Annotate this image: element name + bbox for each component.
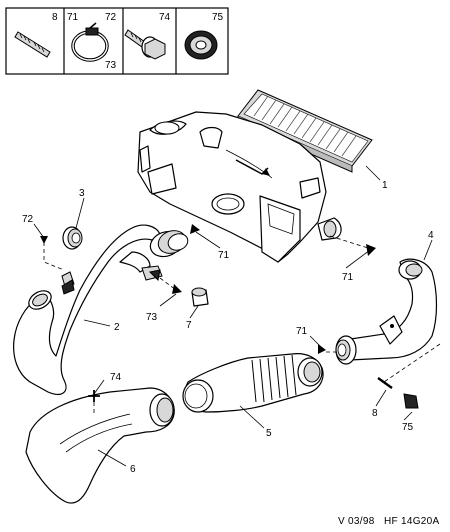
drawing-reference: V 03/98 HF 14G20A: [338, 516, 440, 527]
callout-71-lower: 71: [296, 326, 308, 337]
legend-label-8: 8: [52, 12, 58, 23]
callout-72: 72: [22, 214, 34, 225]
air-scoop-6: [25, 387, 175, 504]
callout-71-right: 71: [342, 272, 354, 283]
callout-73: 73: [146, 312, 158, 323]
callout-75: 75: [402, 422, 414, 433]
callout-71-center: 71: [218, 250, 230, 261]
bellows-hose-5: [182, 353, 324, 413]
callout-2: 2: [114, 322, 120, 333]
grommet-3: [62, 226, 83, 250]
hose-clamp-icon: [71, 22, 109, 62]
rubber-grommet-icon: [184, 30, 218, 60]
legend-label-71: 71: [67, 12, 79, 23]
callout-labels: 1 2 3 4 5 6 7 8 71 71 71 72 73 74 75: [22, 180, 434, 475]
bolt-washer-icon: [124, 29, 166, 60]
legend-label-75: 75: [212, 12, 224, 23]
stud-8-assembly: [377, 377, 419, 409]
legend-label-74: 74: [159, 12, 171, 23]
version-code: V 03/98: [338, 516, 375, 527]
legend-label-73: 73: [105, 60, 117, 71]
air-filter-housing: [137, 111, 342, 263]
callout-7: 7: [186, 320, 192, 331]
drawing-ref: HF 14G20A: [384, 516, 440, 527]
legend-box-74: 74: [124, 12, 171, 60]
legend-box-75: 75: [184, 12, 224, 60]
cap-7: [191, 287, 209, 307]
clamp-markers: [61, 269, 161, 295]
callout-1: 1: [382, 180, 388, 191]
parts-legend: 8 71 72 73 74: [5, 7, 229, 75]
callout-3: 3: [79, 188, 85, 199]
callout-4: 4: [428, 230, 434, 241]
intake-duct-4: [335, 258, 438, 365]
legend-label-72: 72: [105, 12, 117, 23]
callout-6: 6: [130, 464, 136, 475]
leader-lines: [33, 165, 441, 467]
callout-74: 74: [110, 372, 122, 383]
stud-icon: [14, 31, 51, 58]
legend-box-clamp: 71 72 73: [67, 12, 117, 71]
callout-8: 8: [372, 408, 378, 419]
legend-box-8: 8: [14, 12, 58, 58]
callout-5: 5: [266, 428, 272, 439]
intake-duct-2: [13, 224, 189, 395]
